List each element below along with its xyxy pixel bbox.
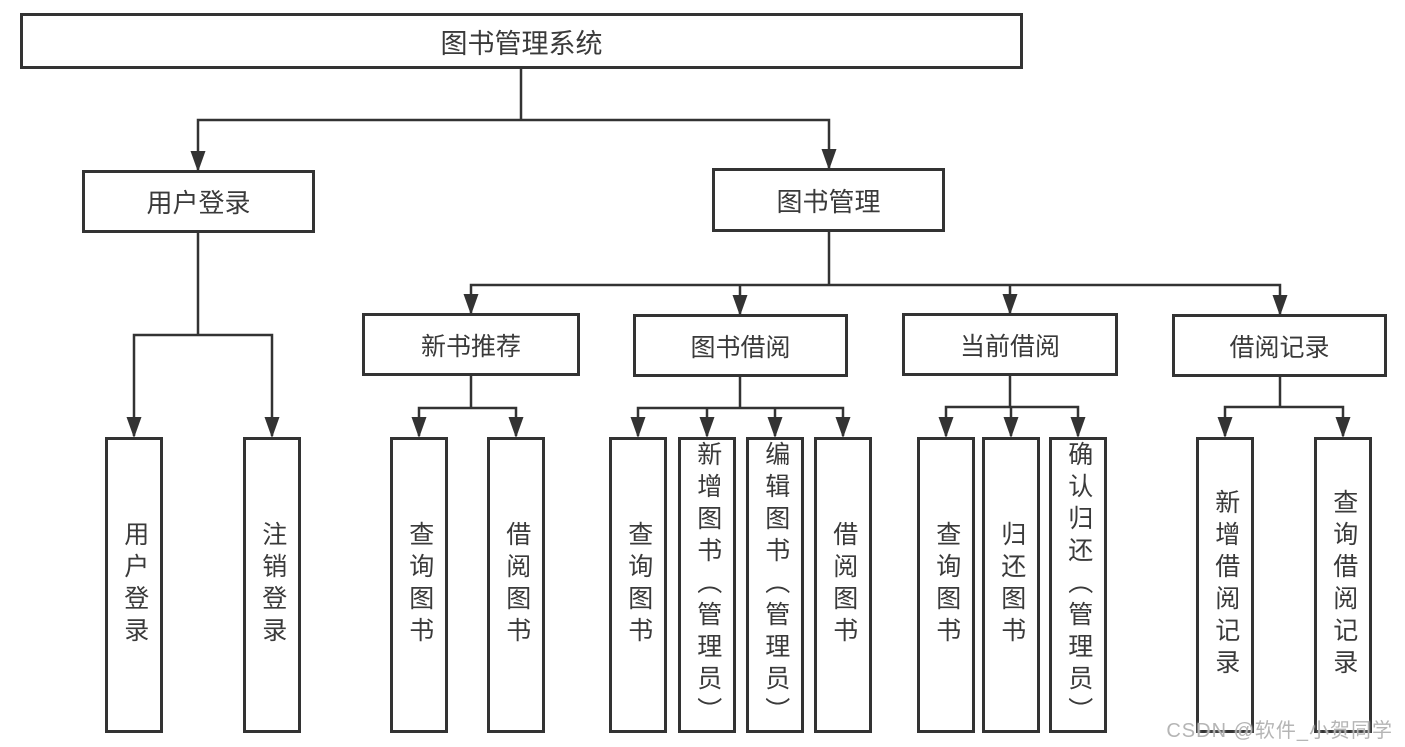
arrowhead (1070, 417, 1086, 438)
csdn-watermark: CSDN @软件_小贺同学 (1166, 720, 1393, 742)
node-book-management: 图书管理 (712, 168, 945, 232)
leaf-borrow-books: 借阅图书 (814, 437, 872, 733)
arrowhead (463, 294, 479, 315)
node-label: 图书借阅 (690, 333, 791, 362)
arrowhead (1272, 295, 1288, 316)
node-label: 注销登录 (258, 521, 287, 649)
arrowhead (699, 417, 715, 438)
arrowhead (1002, 294, 1018, 315)
leaf-return-book: 归还图书 (982, 437, 1040, 733)
node-label: 新书推荐 (420, 332, 521, 361)
arrowhead (767, 417, 783, 438)
node-label: 用户登录 (120, 521, 149, 649)
arrowhead (264, 417, 280, 438)
leaf-add-book-admin: 新增图书（管理员） (678, 437, 736, 733)
leaf-query-books-current: 查询图书 (917, 437, 975, 733)
node-borrowing-records: 借阅记录 (1172, 314, 1387, 377)
leaf-user-login: 用户登录 (105, 437, 163, 733)
node-label: 确认归还（管理员） (1064, 441, 1093, 729)
node-label: 图书管理 (776, 186, 881, 217)
leaf-confirm-return-admin: 确认归还（管理员） (1049, 437, 1107, 733)
node-label: 新增借阅记录 (1211, 489, 1240, 681)
arrowhead (126, 417, 142, 438)
arrowheads (126, 149, 1351, 438)
leaf-edit-book-admin: 编辑图书（管理员） (746, 437, 804, 733)
node-new-book-recommendation: 新书推荐 (362, 313, 580, 376)
node-book-borrowing: 图书借阅 (633, 314, 848, 377)
connector-borrowrecords-to-leaves (1223, 377, 1345, 436)
node-user-login: 用户登录 (82, 170, 315, 233)
arrowhead (1335, 417, 1351, 438)
node-label: 借阅记录 (1229, 333, 1330, 362)
node-label: 图书管理系统 (440, 28, 603, 59)
leaf-borrow-books-recommend: 借阅图书 (487, 437, 545, 733)
arrowhead (732, 295, 748, 316)
node-label: 新增图书（管理员） (693, 441, 722, 729)
connector-bookborrow-to-leaves (636, 377, 845, 436)
node-label: 当前借阅 (959, 332, 1060, 361)
arrowhead (1003, 417, 1019, 438)
arrowhead (1217, 417, 1233, 438)
connector-userlogin-to-leaves (132, 233, 274, 436)
arrowhead (508, 417, 524, 438)
node-label: 编辑图书（管理员） (761, 441, 790, 729)
node-label: 借阅图书 (829, 521, 858, 649)
arrowhead (630, 417, 646, 438)
node-current-borrowing: 当前借阅 (902, 313, 1118, 376)
node-label: 归还图书 (997, 521, 1026, 649)
node-label: 查询图书 (624, 521, 653, 649)
node-label: 借阅图书 (502, 521, 531, 649)
arrowhead (411, 417, 427, 438)
leaf-query-books-borrow: 查询图书 (609, 437, 667, 733)
node-label: 用户登录 (146, 188, 251, 218)
node-label: 查询借阅记录 (1329, 489, 1358, 681)
arrowhead (835, 417, 851, 438)
connector-newbook-to-leaves (417, 376, 518, 436)
connector-bookmgmt-to-level3 (469, 231, 1282, 314)
node-label: 查询图书 (932, 521, 961, 649)
leaf-logout: 注销登录 (243, 437, 301, 733)
arrowhead (938, 417, 954, 438)
node-label: 查询图书 (405, 521, 434, 649)
connector-root-to-level2 (196, 69, 831, 170)
arrowhead (821, 149, 837, 170)
arrowhead (190, 151, 206, 172)
leaf-query-borrow-record: 查询借阅记录 (1314, 437, 1372, 733)
leaf-query-books-recommend: 查询图书 (390, 437, 448, 733)
node-book-management-system: 图书管理系统 (20, 13, 1023, 69)
leaf-add-borrow-record: 新增借阅记录 (1196, 437, 1254, 733)
